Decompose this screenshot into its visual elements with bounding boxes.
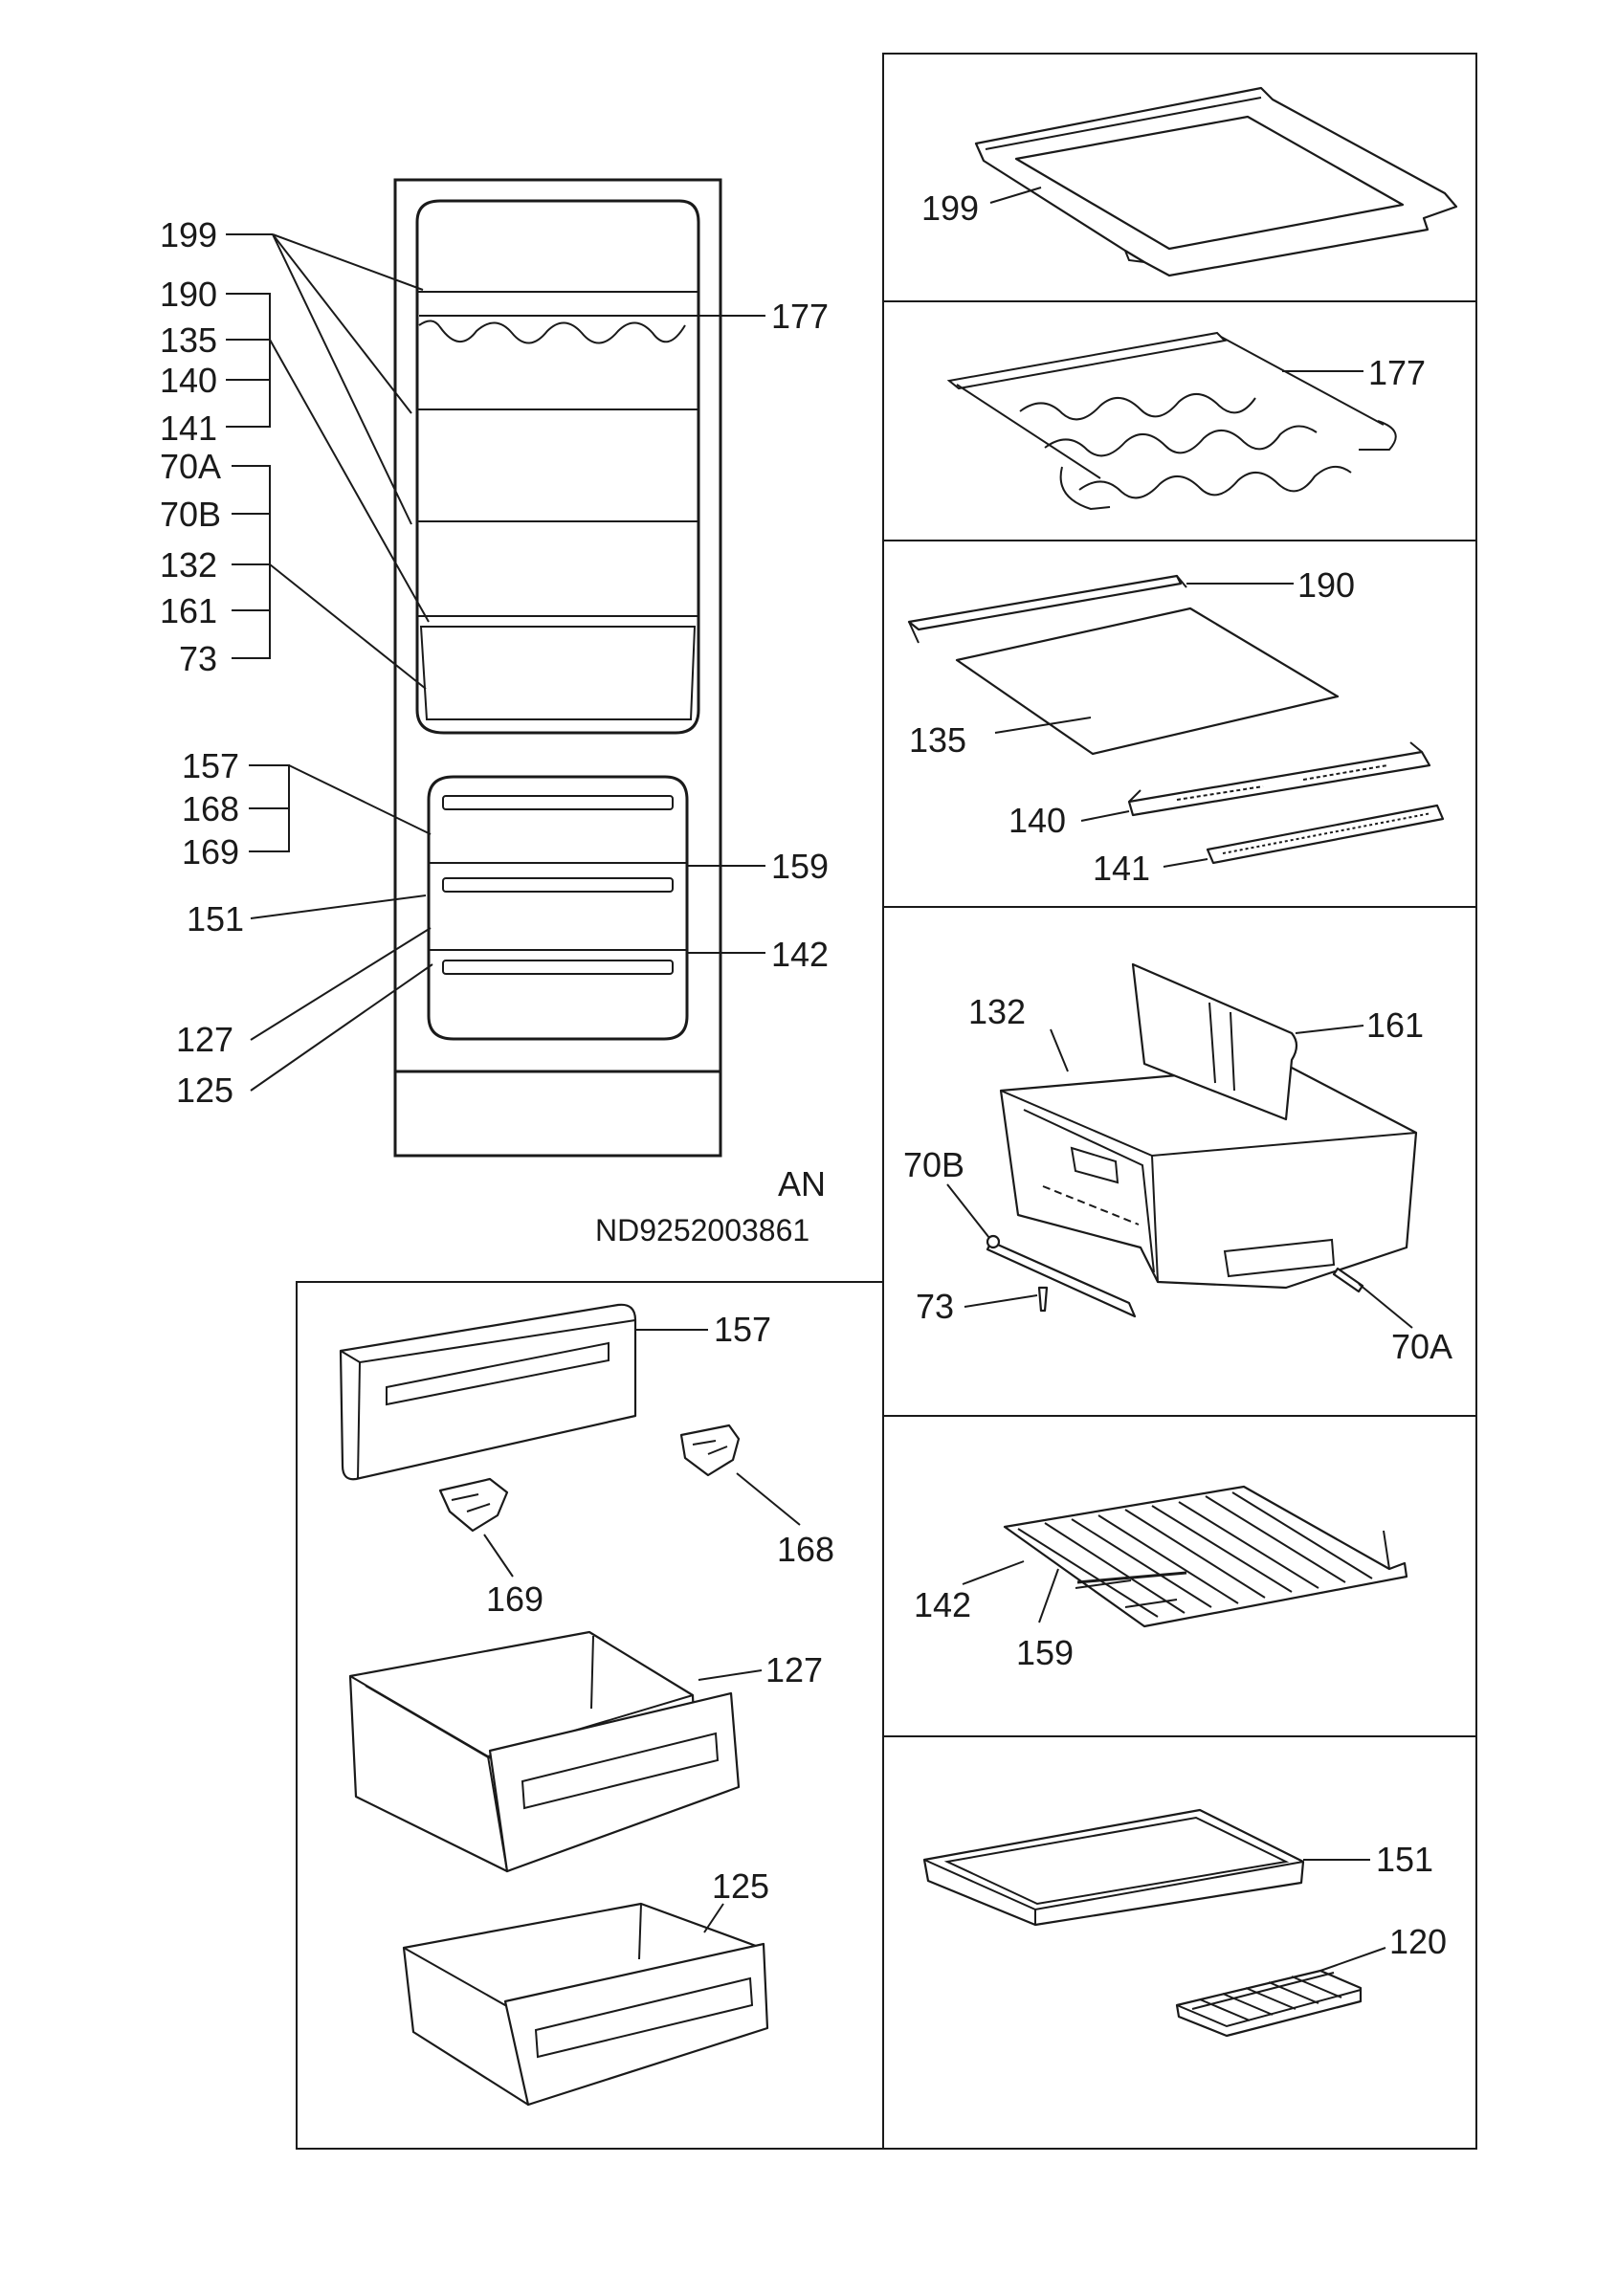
part-132-crisper-box: 132 — [968, 992, 1418, 1290]
part-151-tray: 151 — [922, 1808, 1433, 1927]
part-135-glass-pane: 135 — [909, 607, 1340, 760]
callout-73: 73 — [179, 639, 217, 678]
callout-132: 132 — [160, 545, 217, 585]
callout-199: 199 — [160, 215, 217, 254]
part-168-clip: 168 — [679, 1424, 834, 1569]
part-125-drawer: 125 — [402, 1866, 769, 2107]
part-190-trim: 190 — [907, 565, 1355, 644]
part-159-rod: 159 — [1016, 1568, 1187, 1672]
fridge-overview — [393, 178, 722, 1158]
label-132: 132 — [968, 992, 1026, 1031]
label-70B: 70B — [903, 1145, 964, 1184]
callout-127: 127 — [176, 1020, 233, 1059]
label-120: 120 — [1389, 1922, 1447, 1961]
callout-70A: 70A — [160, 447, 221, 486]
part-141-grille: 141 — [1093, 804, 1445, 888]
label-199: 199 — [921, 188, 979, 228]
part-127-drawer: 127 — [348, 1630, 823, 1873]
label-142: 142 — [914, 1585, 971, 1624]
label-151: 151 — [1376, 1840, 1433, 1879]
callout-141: 141 — [160, 408, 217, 448]
part-161-divider: 161 — [1131, 962, 1424, 1121]
label-157: 157 — [714, 1310, 771, 1349]
part-199-shelf-frame: 199 — [921, 86, 1458, 277]
callout-125: 125 — [176, 1071, 233, 1110]
label-135: 135 — [909, 720, 966, 760]
part-140-trim-strip: 140 — [1008, 741, 1431, 840]
callout-151: 151 — [187, 899, 244, 938]
overview-leaders — [226, 233, 765, 1092]
label-161: 161 — [1366, 1005, 1424, 1045]
drawing-number: ND9252003861 — [595, 1213, 809, 1247]
label-159: 159 — [1016, 1633, 1074, 1672]
part-70A-rail: 70A — [1332, 1267, 1452, 1366]
callout-157: 157 — [182, 746, 239, 785]
callout-177: 177 — [771, 297, 829, 336]
part-142-wire-shelf: 142 — [914, 1485, 1408, 1628]
part-157-drawer-front: 157 — [339, 1303, 771, 1481]
part-73-screw: 73 — [916, 1286, 1049, 1326]
part-70B-rail: 70B — [903, 1145, 1137, 1318]
callout-135: 135 — [160, 320, 217, 360]
part-120-ice-tray: 120 — [1175, 1922, 1447, 2038]
callout-140: 140 — [160, 361, 217, 400]
label-177: 177 — [1368, 353, 1426, 392]
label-141: 141 — [1093, 849, 1150, 888]
callout-161: 161 — [160, 591, 217, 630]
callout-142: 142 — [771, 935, 829, 974]
label-70A: 70A — [1391, 1327, 1452, 1366]
callout-159: 159 — [771, 847, 829, 886]
callout-168: 168 — [182, 789, 239, 828]
callout-190: 190 — [160, 275, 217, 314]
label-73: 73 — [916, 1287, 954, 1326]
part-169-clip: 169 — [438, 1477, 543, 1619]
label-169: 169 — [486, 1579, 543, 1619]
panel-frames — [296, 53, 1477, 2150]
label-168: 168 — [777, 1530, 834, 1569]
part-177-wine-rack: 177 — [946, 331, 1426, 511]
label-127: 127 — [765, 1650, 823, 1689]
overview-callouts: 199 190 135 140 141 70A 70B 132 161 73 1… — [160, 215, 829, 1110]
label-125: 125 — [712, 1866, 769, 1906]
label-190: 190 — [1297, 565, 1355, 605]
label-140: 140 — [1008, 801, 1066, 840]
callout-70B: 70B — [160, 495, 221, 534]
callout-169: 169 — [182, 832, 239, 872]
variant-code: AN — [778, 1164, 826, 1203]
